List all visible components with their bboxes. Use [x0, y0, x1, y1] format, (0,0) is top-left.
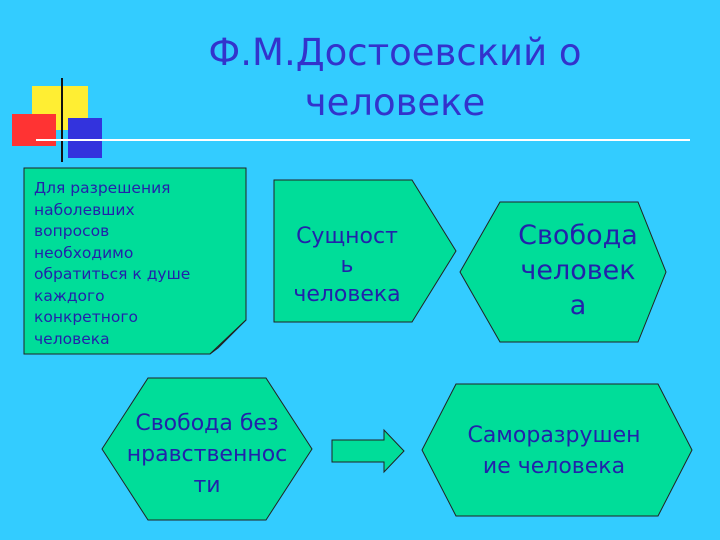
essence-label: Сущност ь человека	[293, 224, 401, 307]
decorative-squares-logo	[12, 78, 690, 162]
arrow-right-icon	[331, 428, 405, 474]
freedom-without-morality-hexagon	[101, 377, 313, 521]
freedom-label: Свобода человек а	[518, 220, 638, 321]
note-box	[23, 167, 247, 355]
self-destruction-hexagon	[421, 383, 693, 517]
note-text: Для разрешения наболевших вопросов необх…	[34, 179, 191, 348]
slide-title: Ф.М.Достоевский о человеке	[208, 31, 582, 124]
essence-pentagon	[273, 179, 457, 323]
freedom-hexagon	[459, 201, 667, 343]
self-destruction-label: Саморазрушен ие человека	[467, 423, 641, 479]
freedom-without-morality-label: Свобода без нравственнос ти	[126, 411, 288, 498]
